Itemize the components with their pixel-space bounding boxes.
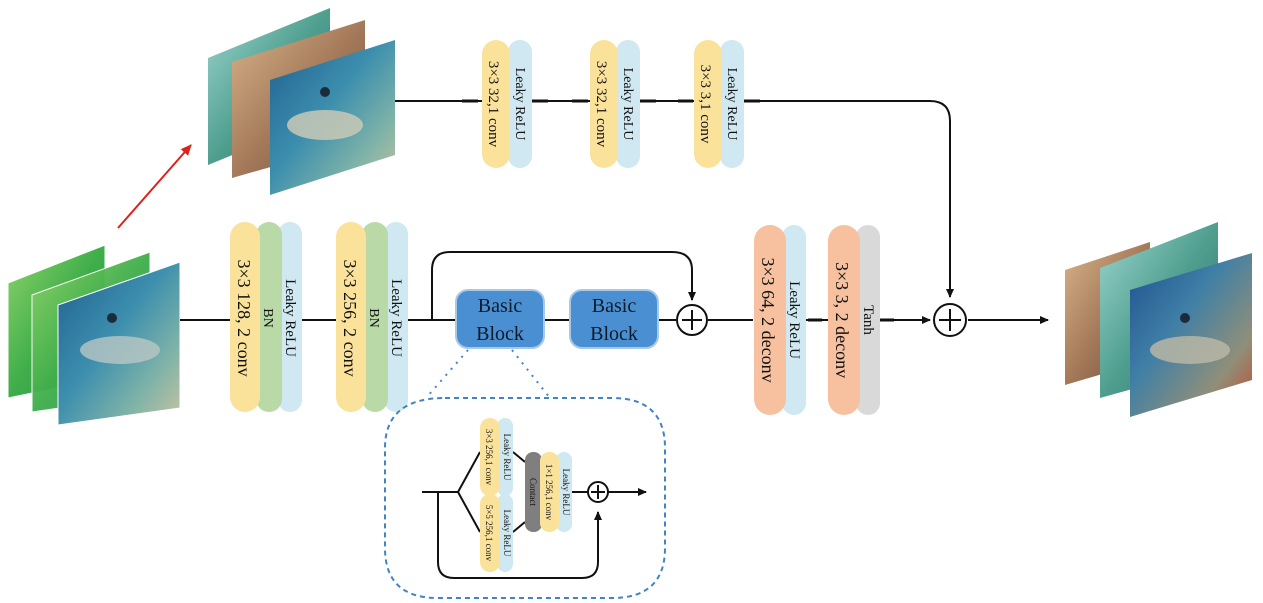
encoder-1-conv: 3×3 128, 2 conv xyxy=(234,259,254,376)
top-layer-2: 3×3 32,1 conv Leaky ReLU xyxy=(590,40,640,168)
encoder-1-act: Leaky ReLU xyxy=(282,279,298,357)
zoom-lines xyxy=(425,349,551,399)
decoder-layer-1: 3×3 64, 2 deconv Leaky ReLU xyxy=(754,225,806,415)
basic-block-2-line1: Basic xyxy=(592,295,637,317)
basic-block-2: Basic Block xyxy=(569,289,659,349)
encoder-layer-1: 3×3 128, 2 conv BN Leaky ReLU xyxy=(230,222,302,412)
detail-fuse-act: Leaky ReLU xyxy=(561,469,571,516)
top-layer-3: 3×3 3,1 conv Leaky ReLU xyxy=(694,40,744,168)
encoder-2-bn: BN xyxy=(366,308,381,327)
final-add-icon xyxy=(933,303,967,337)
detail-branch2-conv: 5×5 256,1 conv xyxy=(484,505,494,562)
main-branch-connectors xyxy=(180,251,1049,324)
basic-block-1-line1: Basic xyxy=(478,295,523,317)
output-image-stack xyxy=(1065,222,1252,417)
top-layer-3-act: Leaky ReLU xyxy=(724,68,739,141)
encoder-2-conv: 3×3 256, 2 conv xyxy=(340,259,360,376)
top-layer-2-conv: 3×3 32,1 conv xyxy=(593,61,609,148)
detail-concat: Contact xyxy=(528,478,538,506)
red-arrow-icon xyxy=(117,144,192,229)
basic-block-detail: 3×3 256,1 conv Leaky ReLU 5×5 256,1 conv… xyxy=(384,397,666,599)
detail-add-icon xyxy=(587,481,609,503)
basic-block-2-line2: Block xyxy=(590,323,638,345)
top-branch-connectors xyxy=(395,99,954,298)
decoder-1-conv: 3×3 64, 2 deconv xyxy=(758,257,778,382)
decoder-2-conv: 3×3 3, 2 deconv xyxy=(832,262,852,378)
input-image-stack xyxy=(7,244,181,426)
basic-block-1-line2: Block xyxy=(476,323,524,345)
encoder-1-bn: BN xyxy=(260,308,275,327)
top-layer-2-act: Leaky ReLU xyxy=(620,68,635,141)
decoder-2-act: Tanh xyxy=(860,305,876,335)
detail-branch2-act: Leaky ReLU xyxy=(502,510,512,557)
top-image-stack xyxy=(208,8,395,195)
top-layer-1-act: Leaky ReLU xyxy=(512,68,527,141)
basic-block-1: Basic Block xyxy=(455,289,545,349)
top-layer-1-conv: 3×3 32,1 conv xyxy=(485,61,501,148)
add-icon xyxy=(676,304,708,336)
detail-branch1-act: Leaky ReLU xyxy=(502,434,512,481)
top-layer-1: 3×3 32,1 conv Leaky ReLU xyxy=(482,40,532,168)
encoder-layer-2: 3×3 256, 2 conv BN Leaky ReLU xyxy=(336,222,408,412)
decoder-1-act: Leaky ReLU xyxy=(786,281,802,359)
detail-fuse-conv: 1×1 256,1 conv xyxy=(544,464,554,521)
top-layer-3-conv: 3×3 3,1 conv xyxy=(697,65,713,144)
decoder-layer-2: 3×3 3, 2 deconv Tanh xyxy=(828,225,880,415)
detail-branch1-conv: 3×3 256,1 conv xyxy=(484,429,494,486)
encoder-2-act: Leaky ReLU xyxy=(388,279,404,357)
